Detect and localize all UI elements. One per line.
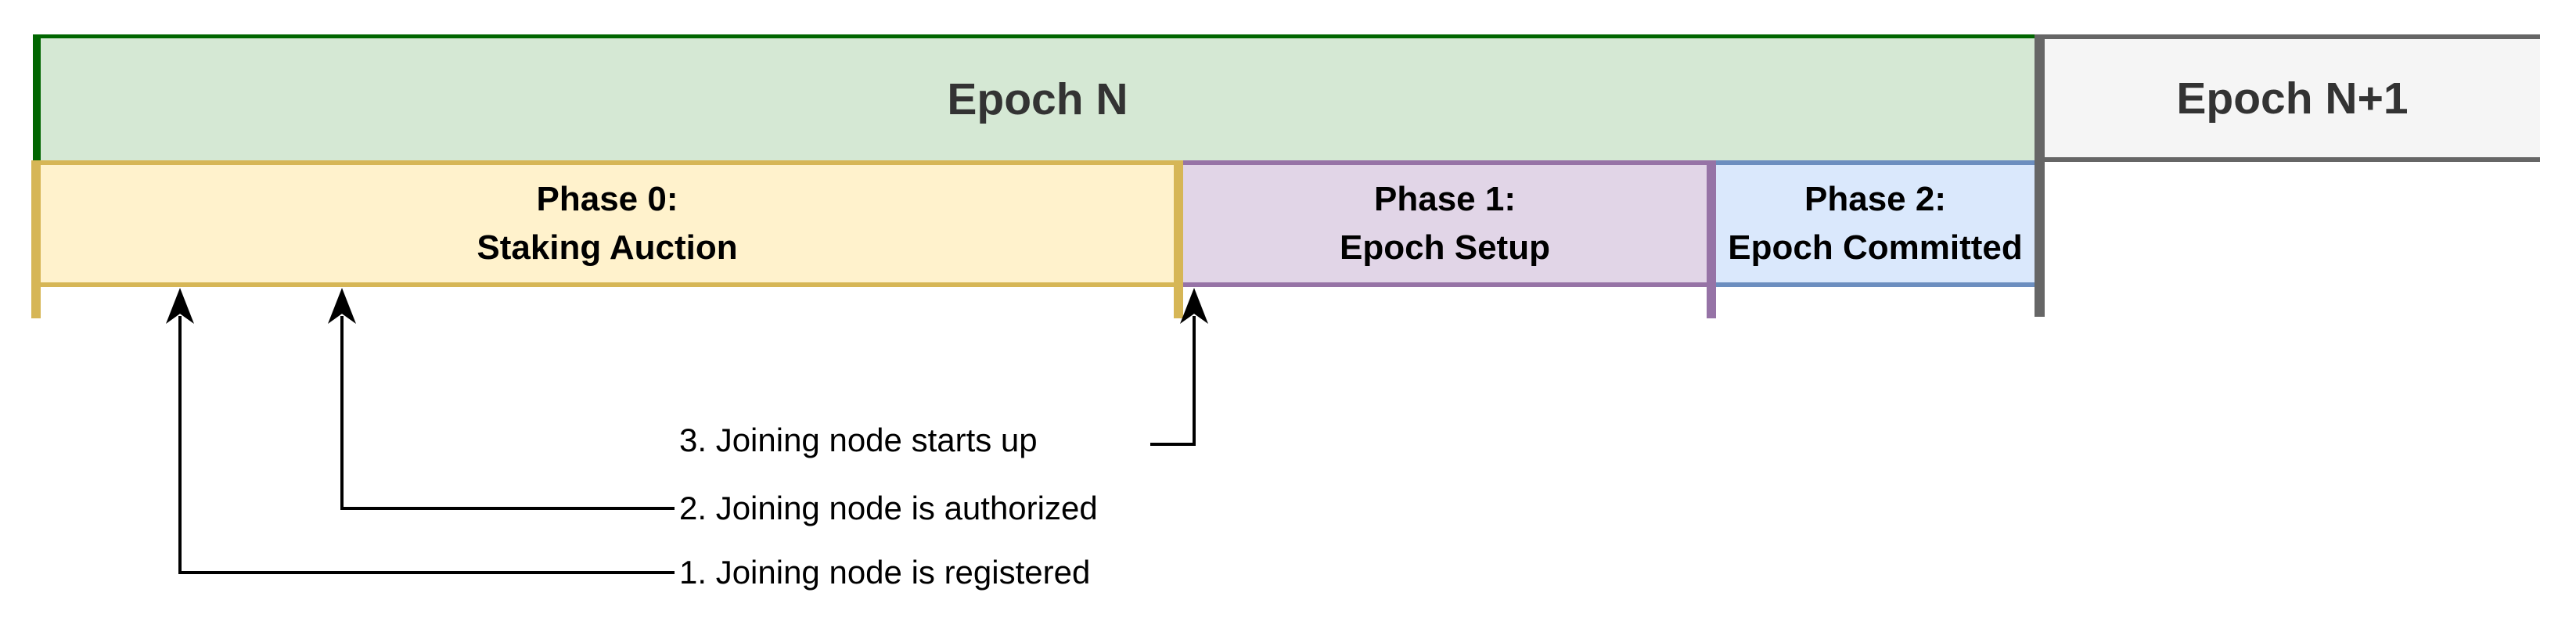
arrow-3-shaft bbox=[1193, 316, 1196, 446]
annotation-joining-node-authorized: 2. Joining node is authorized bbox=[679, 490, 1098, 526]
phase-1-title: Phase 1: bbox=[1374, 180, 1516, 218]
phase-0-subtitle: Staking Auction bbox=[477, 228, 738, 267]
phase-0-title: Phase 0: bbox=[536, 180, 678, 218]
arrow-1-shaft bbox=[178, 316, 182, 574]
phase-0-end-marker bbox=[1174, 160, 1183, 318]
arrow-2-shaft bbox=[340, 316, 344, 510]
epoch-n1-bar: Epoch N+1 bbox=[2045, 34, 2540, 162]
arrow-2-elbow bbox=[340, 507, 675, 510]
phase-1-subtitle: Epoch Setup bbox=[1340, 228, 1550, 267]
arrow-3-elbow bbox=[1150, 443, 1196, 446]
phase-1-box: Phase 1: Epoch Setup bbox=[1183, 160, 1707, 287]
arrow-1-elbow bbox=[178, 571, 675, 574]
annotation-joining-node-registered: 1. Joining node is registered bbox=[679, 554, 1091, 591]
phase-2-box: Phase 2: Epoch Committed bbox=[1716, 160, 2035, 287]
phase-0-start-marker bbox=[31, 160, 41, 318]
phase-2-subtitle: Epoch Committed bbox=[1728, 228, 2023, 267]
epoch-boundary-marker bbox=[2035, 34, 2045, 317]
epoch-n-label: Epoch N bbox=[947, 74, 1128, 124]
annotation-joining-node-starts-up: 3. Joining node starts up bbox=[679, 422, 1038, 458]
epoch-n1-label: Epoch N+1 bbox=[2176, 73, 2409, 124]
phase-1-end-marker bbox=[1707, 160, 1716, 318]
phase-0-box: Phase 0: Staking Auction bbox=[41, 160, 1174, 287]
epoch-n-bar: Epoch N bbox=[33, 34, 2035, 160]
phase-2-title: Phase 2: bbox=[1804, 180, 1946, 218]
